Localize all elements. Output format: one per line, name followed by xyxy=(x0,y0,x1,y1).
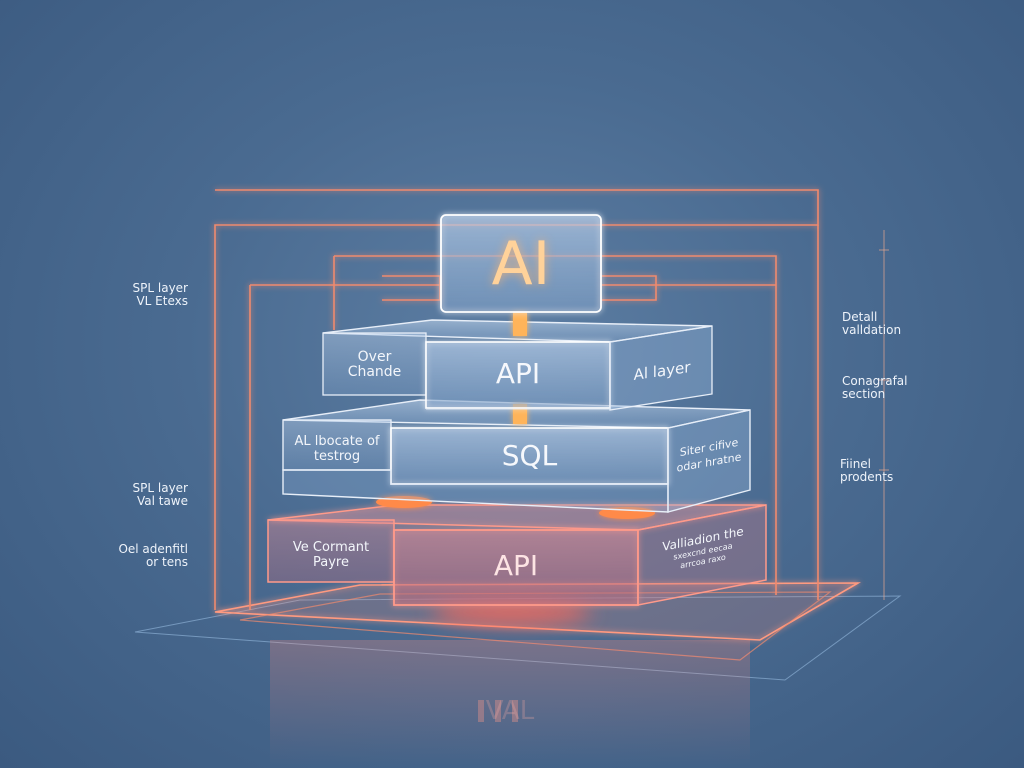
side-right-label-2: Conagrafal section xyxy=(842,374,908,401)
layer3-left-label: AL lbocate of testrog xyxy=(294,434,380,464)
side-right-label-3: Fiinel prodents xyxy=(840,457,894,484)
ai-block-label: AI xyxy=(491,229,551,299)
layer2-center-label: API xyxy=(495,357,541,390)
layer3-center-label: SQL xyxy=(501,439,558,472)
reflection-label: VAL xyxy=(485,696,535,726)
side-guide-lines xyxy=(879,230,889,600)
layer4-left-label: Ve Cormant Payre xyxy=(292,540,370,570)
ai-block xyxy=(440,214,602,313)
reflection-bars xyxy=(478,700,518,722)
side-left-label-1: SPL layer VL Etexs xyxy=(132,281,188,308)
layer2-left-label: Over Chande xyxy=(347,349,402,380)
side-right-label-1: Detall valldation xyxy=(842,310,902,337)
layer4-center-label: API xyxy=(493,549,539,582)
side-left-label-3: Oel adenfitl or tens xyxy=(118,542,188,569)
side-left-label-2: SPL layer Val tawe xyxy=(132,481,188,508)
reflection xyxy=(270,640,750,768)
